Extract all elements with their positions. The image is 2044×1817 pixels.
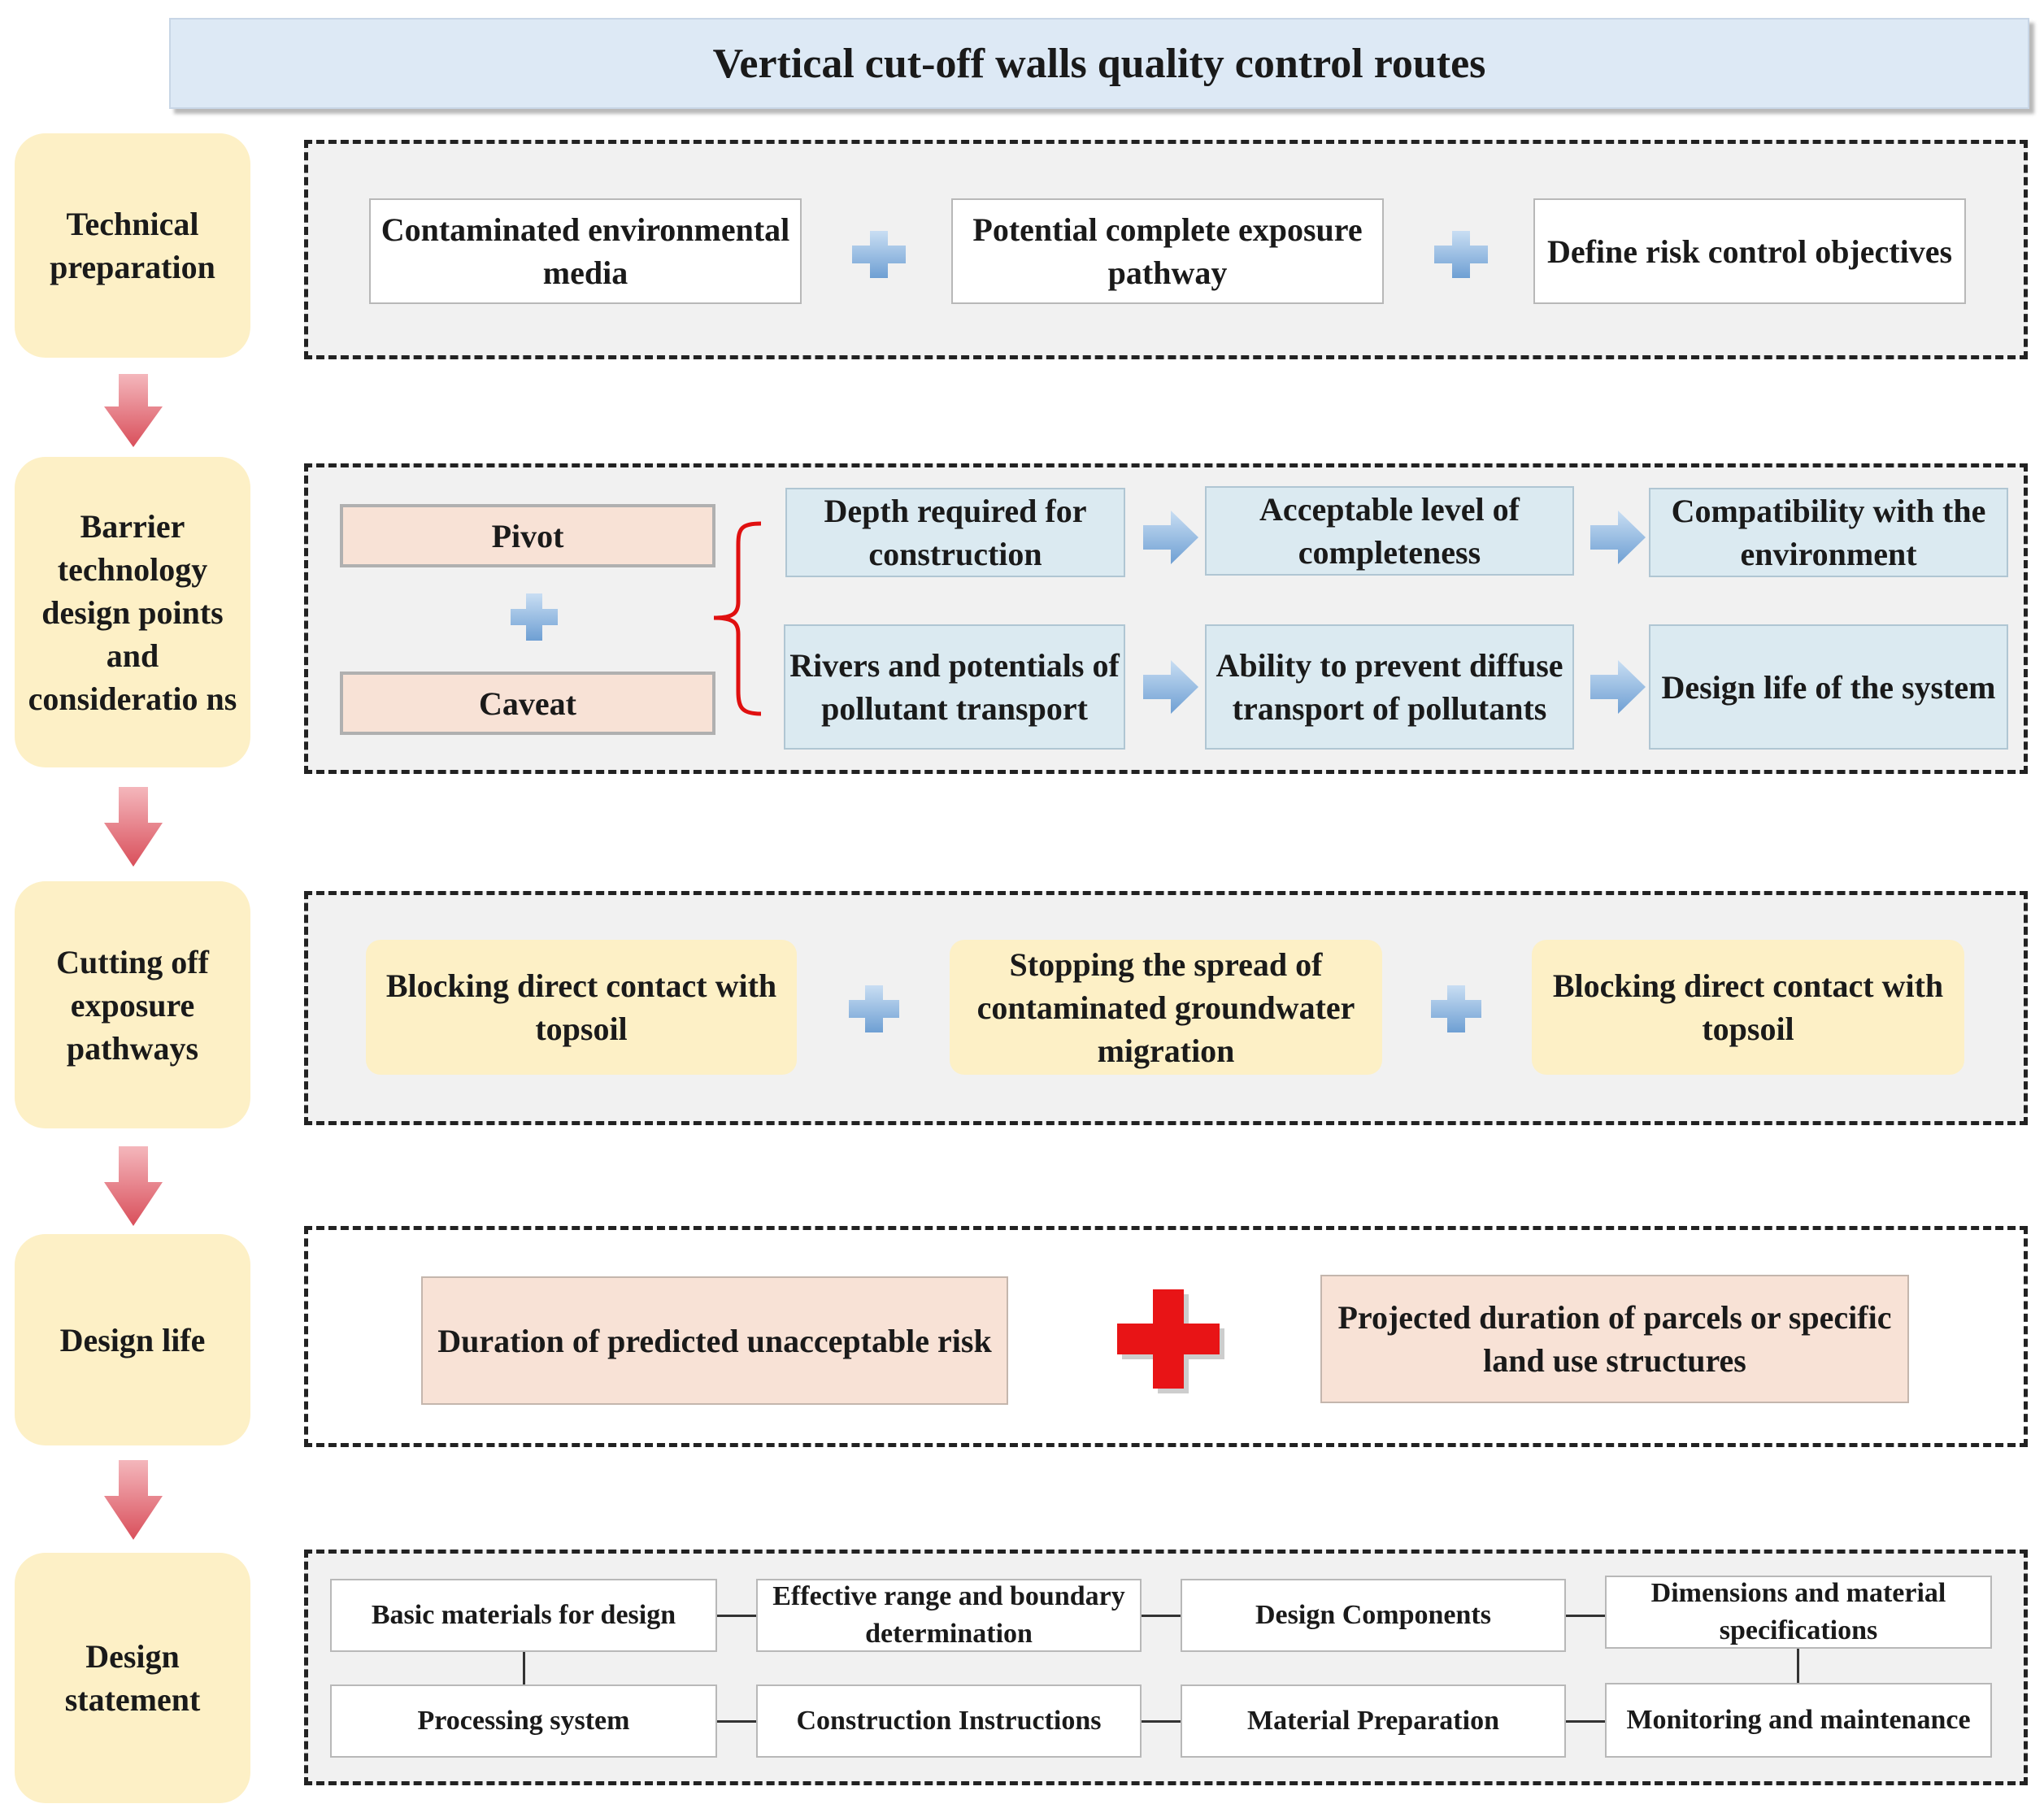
plus-icon xyxy=(511,593,558,641)
diagram-title: Vertical cut-off walls quality control r… xyxy=(169,18,2029,109)
right-arrow-icon xyxy=(1590,660,1646,714)
plus-icon xyxy=(852,231,906,278)
connector-line xyxy=(717,1720,756,1723)
box-design-life-system: Design life of the system xyxy=(1649,624,2008,750)
down-arrow-icon xyxy=(104,1146,163,1226)
box-pivot: Pivot xyxy=(340,504,715,567)
box-acceptable-completeness: Acceptable level of completeness xyxy=(1205,486,1574,576)
box-depth-required: Depth required for construction xyxy=(785,488,1125,577)
box-projected-land-use-duration: Projected duration of parcels or specifi… xyxy=(1320,1275,1909,1403)
box-basic-materials: Basic materials for design xyxy=(330,1579,717,1652)
stage-design-statement: Design statement xyxy=(15,1553,250,1803)
box-rivers-pollutant-transport: Rivers and potentials of pollutant trans… xyxy=(784,624,1125,750)
connector-line xyxy=(1797,1649,1799,1683)
box-exposure-pathway: Potential complete exposure pathway xyxy=(951,198,1384,304)
stage-barrier-design: Barrier technology design points and con… xyxy=(15,457,250,767)
box-blocking-topsoil: Blocking direct contact with topsoil xyxy=(366,940,797,1075)
down-arrow-icon xyxy=(104,1460,163,1540)
plus-icon xyxy=(849,985,899,1032)
curly-bracket-icon xyxy=(713,521,762,716)
box-processing-system: Processing system xyxy=(330,1684,717,1758)
down-arrow-icon xyxy=(104,374,163,447)
box-contaminated-media: Contaminated environmental media xyxy=(369,198,802,304)
connector-line xyxy=(1142,1615,1181,1617)
box-prevent-diffuse-transport: Ability to prevent diffuse transport of … xyxy=(1205,624,1574,750)
connector-line xyxy=(717,1615,756,1617)
right-arrow-icon xyxy=(1143,511,1198,564)
plus-icon xyxy=(1434,231,1488,278)
right-arrow-icon xyxy=(1143,660,1198,714)
connector-line xyxy=(1566,1615,1605,1617)
box-stopping-groundwater: Stopping the spread of contaminated grou… xyxy=(950,940,1382,1075)
stage-design-life: Design life xyxy=(15,1234,250,1445)
box-monitoring-maintenance: Monitoring and maintenance xyxy=(1605,1683,1992,1758)
box-construction-instructions: Construction Instructions xyxy=(756,1684,1142,1758)
box-caveat: Caveat xyxy=(340,672,715,735)
connector-line xyxy=(1142,1720,1181,1723)
box-risk-control-objectives: Define risk control objectives xyxy=(1533,198,1966,304)
box-dimensions-specifications: Dimensions and material specifications xyxy=(1605,1576,1992,1649)
box-predicted-risk-duration: Duration of predicted unacceptable risk xyxy=(421,1276,1008,1405)
box-material-preparation: Material Preparation xyxy=(1181,1684,1566,1758)
box-compatibility-environment: Compatibility with the environment xyxy=(1649,488,2008,577)
box-design-components: Design Components xyxy=(1181,1579,1566,1652)
down-arrow-icon xyxy=(104,787,163,867)
box-effective-range: Effective range and boundary determinati… xyxy=(756,1579,1142,1652)
connector-line xyxy=(1566,1720,1605,1723)
stage-technical-preparation: Technical preparation xyxy=(15,133,250,358)
box-blocking-topsoil-2: Blocking direct contact with topsoil xyxy=(1532,940,1964,1075)
plus-icon xyxy=(1431,985,1481,1032)
plus-icon xyxy=(1117,1289,1224,1393)
connector-line xyxy=(523,1652,525,1684)
stage-cutting-off: Cutting off exposure pathways xyxy=(15,881,250,1128)
right-arrow-icon xyxy=(1590,511,1646,564)
